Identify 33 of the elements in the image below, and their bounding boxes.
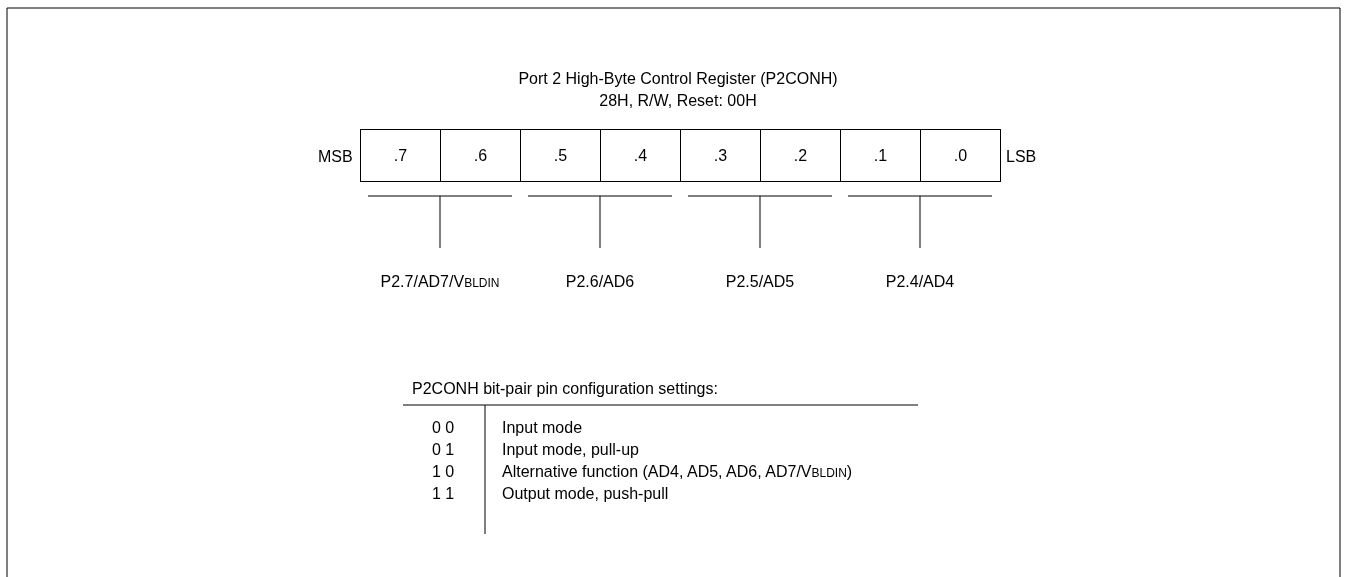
bit-cell xyxy=(600,129,680,182)
setting-text: Input mode, pull-up xyxy=(502,440,639,460)
bit-cell xyxy=(680,129,760,182)
pin-name: P2.5/AD5 xyxy=(725,272,795,292)
bit-label: .6 xyxy=(473,146,488,165)
bit-label: .2 xyxy=(793,146,808,165)
setting-text: Output mode, push-pull xyxy=(502,484,669,504)
setting-text: Input mode xyxy=(502,418,583,438)
register-info: 28H, R/W, Reset: 00H xyxy=(599,91,757,111)
msb-label: MSB xyxy=(318,147,353,167)
bit-label: .0 xyxy=(953,146,968,165)
bit-cell xyxy=(440,129,520,182)
bit-cell xyxy=(920,129,1001,182)
bit-cell xyxy=(520,129,600,182)
bit-label: .4 xyxy=(633,146,648,165)
table-heading: P2CONH bit-pair pin configuration settings: xyxy=(412,379,718,399)
bit-code: 1 1 xyxy=(431,484,455,504)
bit-label: .7 xyxy=(393,146,408,165)
bit-cell xyxy=(360,129,440,182)
bit-label: .3 xyxy=(713,146,728,165)
bit-code: 0 1 xyxy=(431,440,455,460)
pin-name: P2.4/AD4 xyxy=(885,272,955,292)
pin-name: P2.6/AD6 xyxy=(565,272,635,292)
bit-cell xyxy=(760,129,840,182)
bit-cell xyxy=(840,129,920,182)
bit-label: .5 xyxy=(553,146,568,165)
register-title: Port 2 High-Byte Control Register (P2CONH) xyxy=(518,69,838,89)
lsb-label: LSB xyxy=(1006,147,1037,167)
bit-code: 0 0 xyxy=(431,418,455,438)
bit-code: 1 0 xyxy=(431,462,455,482)
setting-text: Alternative function (AD4, AD5, AD6, AD7/V$_{BLDIN}$) xyxy=(502,462,853,482)
bit-label: .1 xyxy=(873,146,888,165)
pin-name: P2.7/AD7/V$_{BLDIN}$ xyxy=(380,272,500,292)
